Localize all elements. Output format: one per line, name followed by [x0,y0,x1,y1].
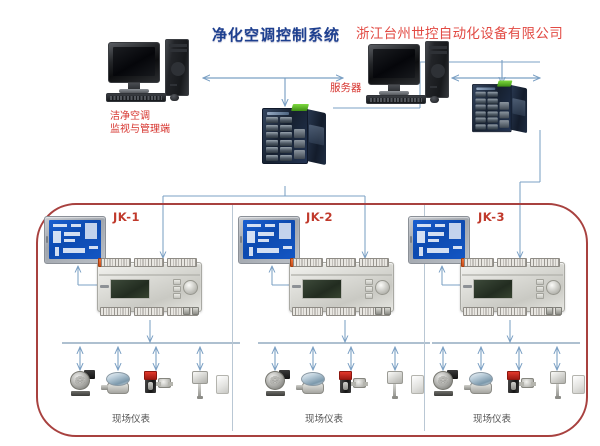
controller-display [110,279,150,299]
hmi-screen [243,220,295,259]
controller-label-jk2: JK-2 [306,210,333,224]
wall-sensor-3[interactable] [572,372,586,396]
controller-display [302,279,342,299]
valve-actuator-3[interactable] [506,370,536,396]
valve-actuator-1[interactable] [143,370,173,396]
hmi-screen [49,220,101,259]
ddc-controller-jk3[interactable] [460,258,565,316]
top-terminal-block [293,258,389,267]
ddc-controller-jk2[interactable] [289,258,394,316]
bottom-terminal-block [463,307,562,316]
keyboard-icon [366,95,426,104]
workstation-label: 洁净空调 监视与管理端 [110,110,170,136]
controller-dial[interactable] [183,280,198,295]
controller-keypad[interactable] [536,279,544,299]
controller-label-jk3: JK-3 [478,210,505,224]
top-terminal-block [101,258,197,267]
workstation-label-line2: 监视与管理端 [110,124,170,135]
rj45-port-bank [266,117,292,161]
valve-actuator-2[interactable] [338,370,368,396]
flow-sensor-1[interactable] [68,368,96,396]
field-instruments-label-2: 现场仪表 [305,414,344,425]
pressure-gauge-1[interactable] [101,370,132,396]
server-tower-icon [425,41,449,98]
zone-divider [424,205,425,431]
power-terminal-icon [290,104,310,111]
rj45-port-bank [475,91,498,130]
controller-keypad[interactable] [365,279,373,299]
duct-sensor-1[interactable] [190,370,212,399]
monitor-icon [368,44,420,85]
company-title: 浙江台州世控自动化设备有限公司 [356,26,563,42]
wall-sensor-1[interactable] [216,372,230,396]
field-instruments-label-3: 现场仪表 [473,414,512,425]
mouse-icon [430,96,439,103]
power-terminal-icon [496,80,513,87]
monitor-icon [108,42,160,83]
flow-sensor-2[interactable] [263,368,291,396]
controller-display [473,279,513,299]
hmi-screen [413,220,465,259]
server-label: 服务器 [330,82,362,94]
pressure-gauge-2[interactable] [296,370,327,396]
flow-sensor-3[interactable] [431,368,459,396]
pc-tower-icon [165,39,189,96]
mouse-icon [170,94,179,101]
workstation-label-line1: 洁净空调 [110,111,150,122]
keyboard-icon [106,93,166,102]
wall-sensor-2[interactable] [411,372,425,396]
controller-label-jk1: JK-1 [113,210,140,224]
controller-dial[interactable] [375,280,390,295]
rj45-ports [375,307,391,315]
duct-sensor-3[interactable] [548,370,570,399]
controller-dial[interactable] [546,280,561,295]
zone-divider [232,205,233,431]
page-title: 净化空调控制系统 [212,26,341,44]
hmi-panel-jk3[interactable] [408,216,470,264]
top-terminal-block [464,258,560,267]
duct-sensor-2[interactable] [385,370,407,399]
field-instruments-label-1: 现场仪表 [112,414,151,425]
switch-chassis [262,108,308,164]
rj45-ports [183,307,199,315]
rj45-ports [546,307,562,315]
field-control-zone [36,203,588,437]
pressure-gauge-3[interactable] [464,370,495,396]
hmi-panel-jk1[interactable] [44,216,106,264]
ddc-controller-jk1[interactable] [97,258,202,316]
switch-chassis [472,84,512,133]
bottom-terminal-block [292,307,391,316]
hmi-panel-jk2[interactable] [238,216,300,264]
controller-keypad[interactable] [173,279,181,299]
